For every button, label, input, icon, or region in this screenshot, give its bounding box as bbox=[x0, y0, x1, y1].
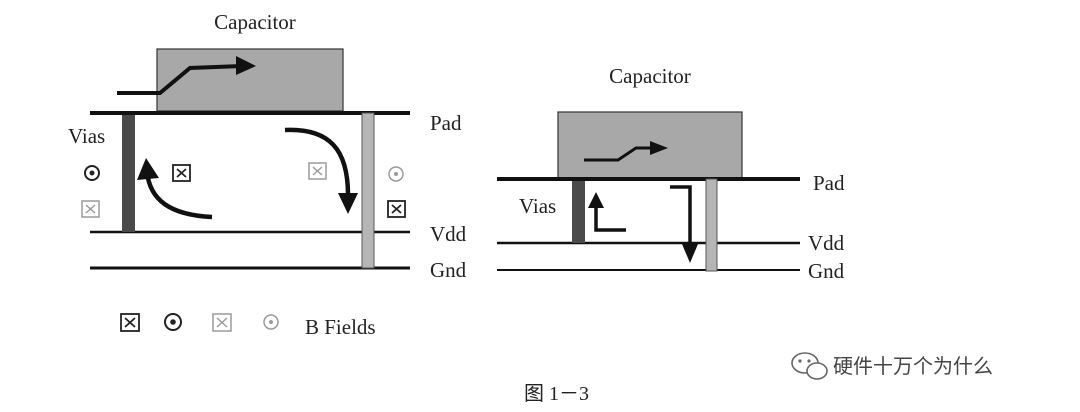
left-field-out-dark-icon bbox=[84, 165, 100, 181]
left-field-into-light-icon-2 bbox=[308, 162, 327, 180]
left-gnd-label: Gnd bbox=[430, 258, 467, 282]
left-arrowhead-up bbox=[137, 158, 159, 180]
left-via-vdd bbox=[122, 115, 135, 232]
right-via-gnd bbox=[705, 178, 718, 272]
right-pad-label: Pad bbox=[813, 171, 845, 195]
wechat-icon bbox=[791, 352, 828, 380]
left-via-gnd bbox=[361, 112, 375, 269]
left-arrowhead-down bbox=[338, 193, 358, 214]
left-return-arrow-up bbox=[144, 171, 213, 220]
legend-label: B Fields bbox=[305, 315, 376, 339]
left-return-arrow-down bbox=[284, 127, 351, 196]
right-vdd-label: Vdd bbox=[808, 231, 845, 255]
right-return-arrow-up bbox=[594, 206, 626, 232]
watermark: 硬件十万个为什么 bbox=[791, 352, 993, 380]
right-current-arrow-top bbox=[584, 146, 656, 162]
left-capacitor-label: Capacitor bbox=[214, 10, 296, 34]
legend: B Fields bbox=[120, 313, 376, 339]
left-field-out-light-icon bbox=[388, 166, 404, 182]
right-arrowhead-down bbox=[682, 244, 698, 263]
right-return-arrow-down bbox=[670, 185, 692, 246]
right-via-vdd bbox=[572, 181, 585, 243]
right-vias-label: Vias bbox=[519, 194, 556, 218]
left-vias-label: Vias bbox=[68, 124, 105, 148]
legend-into-light-icon bbox=[212, 313, 232, 332]
legend-out-light-icon bbox=[263, 314, 279, 330]
left-arrowhead-top bbox=[236, 56, 256, 75]
left-field-into-dark-icon bbox=[172, 164, 191, 182]
left-field-into-light-icon bbox=[81, 200, 100, 218]
right-gnd-label: Gnd bbox=[808, 259, 845, 283]
figure-caption: 图 1－3 bbox=[524, 383, 589, 405]
left-diagram: Capacitor Vias Pad Vdd Gnd bbox=[68, 10, 467, 282]
left-vdd-label: Vdd bbox=[430, 222, 467, 246]
legend-into-dark-icon bbox=[120, 313, 140, 332]
legend-out-dark-icon bbox=[164, 313, 182, 331]
left-current-arrow-top bbox=[117, 64, 243, 95]
right-diagram: Capacitor Vias Pad Vdd Gnd bbox=[497, 64, 845, 283]
watermark-text: 硬件十万个为什么 bbox=[833, 354, 993, 378]
left-capacitor-body bbox=[156, 48, 344, 112]
right-arrowhead-top bbox=[650, 141, 668, 155]
right-capacitor-label: Capacitor bbox=[609, 64, 691, 88]
left-pad-label: Pad bbox=[430, 111, 462, 135]
right-arrowhead-up bbox=[588, 192, 604, 208]
left-field-into-dark-icon-2 bbox=[387, 200, 406, 218]
